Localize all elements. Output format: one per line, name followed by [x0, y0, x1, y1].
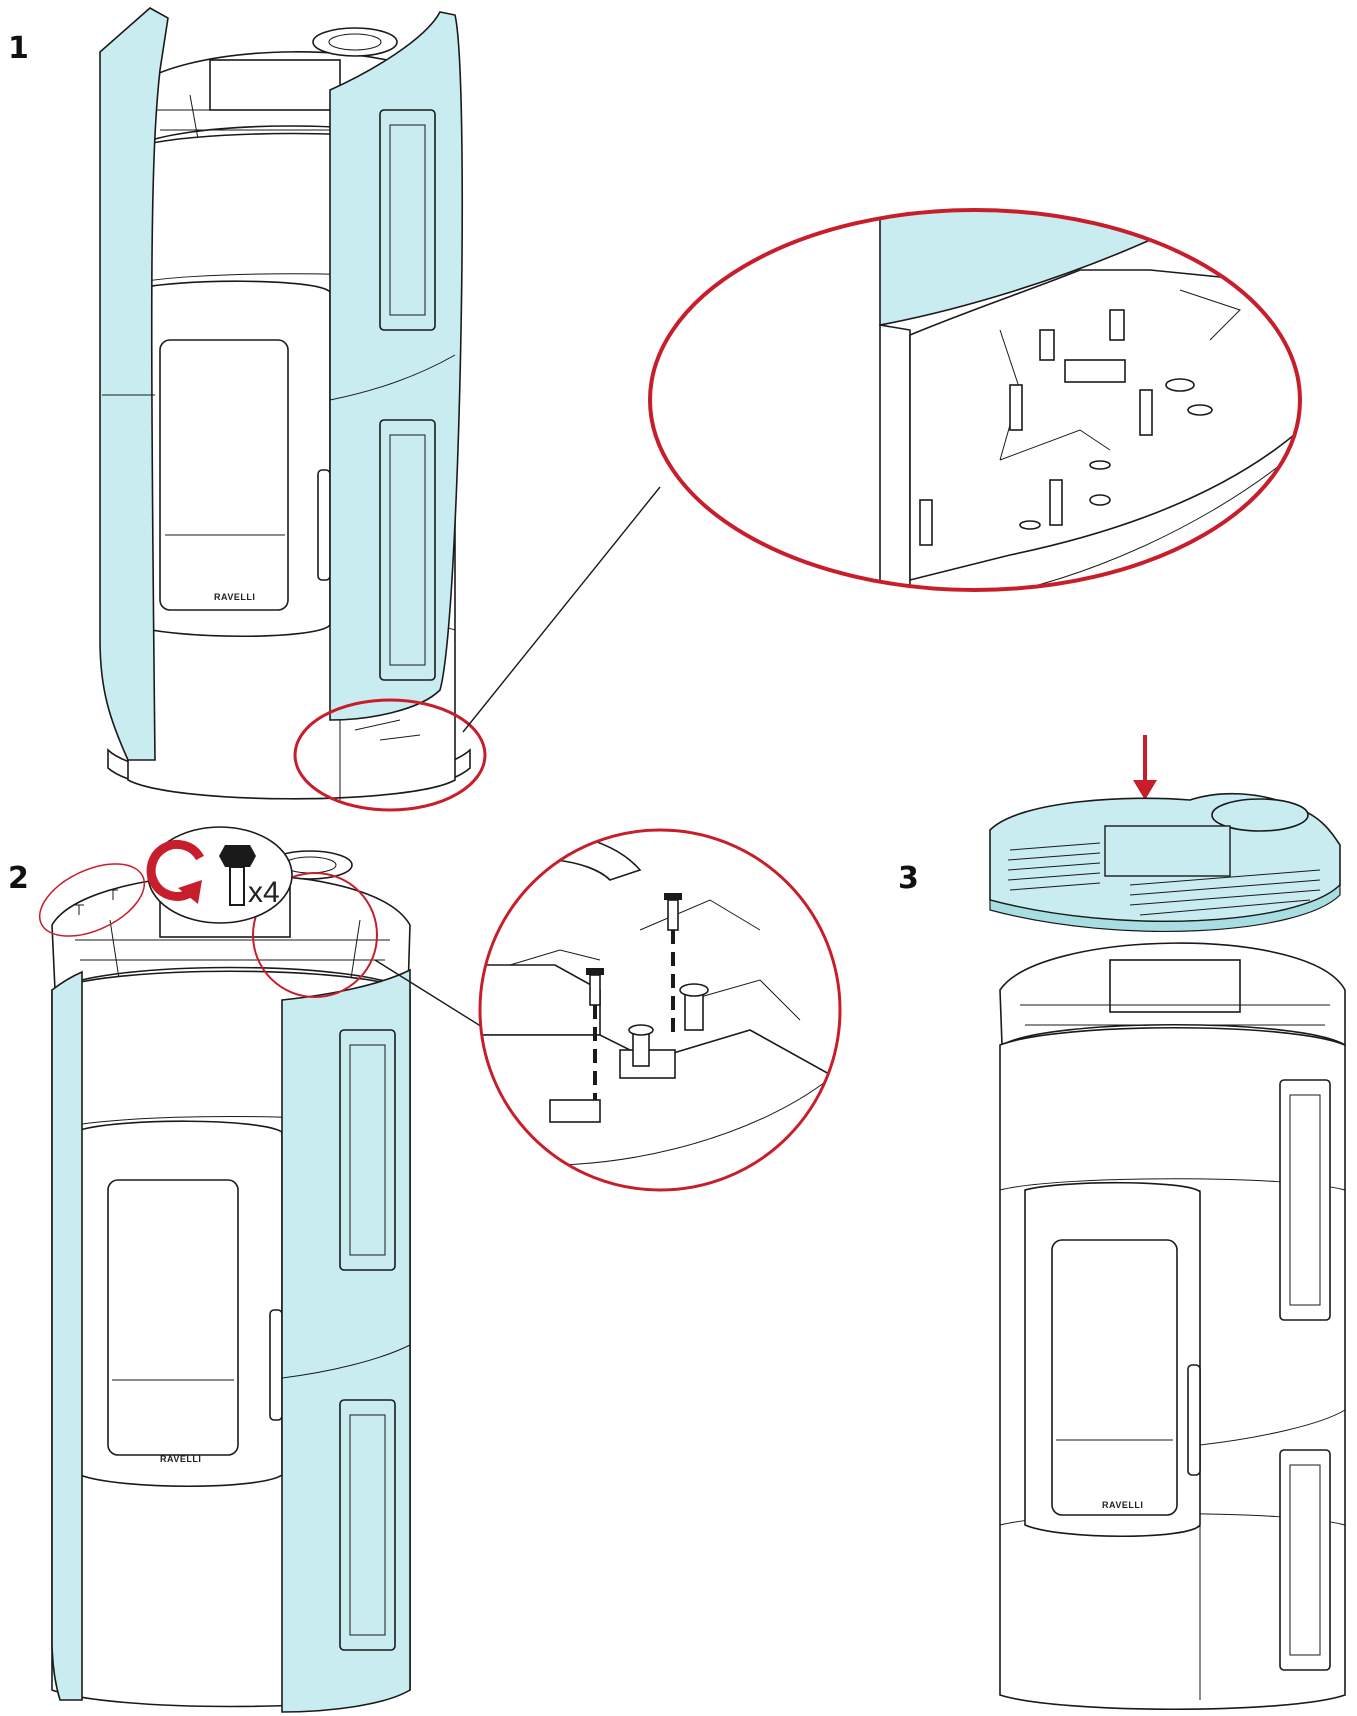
screw-icon-group: x4	[146, 826, 293, 924]
step2-stove: RAVELLI	[38, 850, 496, 1713]
step2-zoom-detail	[478, 828, 842, 1192]
step1-detail-callout	[293, 698, 487, 812]
step3-brand-label: RAVELLI	[1102, 1500, 1143, 1510]
screw-quantity-label: x4	[248, 876, 280, 909]
step1-zoom-detail	[648, 208, 1302, 592]
step3-stove: RAVELLI	[989, 735, 1346, 1711]
step1-brand-label: RAVELLI	[214, 592, 255, 602]
down-arrow-icon	[1133, 735, 1157, 800]
step-number-3: 3	[898, 861, 919, 896]
clockwise-rotation-arrow-icon	[146, 839, 204, 901]
step1-stove: RAVELLI	[99, 7, 661, 812]
hex-screw-icon	[219, 845, 256, 906]
step-number-1: 1	[8, 31, 29, 66]
step-number-2: 2	[8, 861, 29, 896]
step2-brand-label: RAVELLI	[160, 1454, 201, 1464]
